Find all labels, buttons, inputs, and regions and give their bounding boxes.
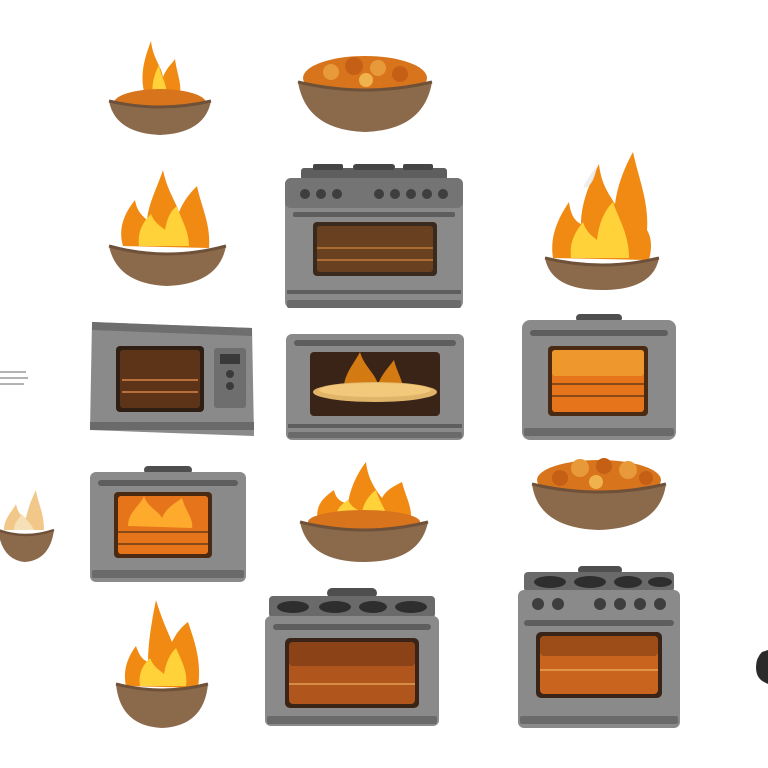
oven-glowing-1 xyxy=(520,314,678,442)
bowl-of-flames-pasta xyxy=(298,460,430,564)
fire-bowl-icon xyxy=(108,170,227,286)
food-bowl-icon xyxy=(531,458,667,530)
bowl-of-flames-1 xyxy=(105,35,215,140)
toaster-oven-pizza xyxy=(284,332,466,442)
bowl-of-pasta-2 xyxy=(530,456,668,532)
microwave-icon xyxy=(90,322,254,436)
fire-bowl-icon xyxy=(299,462,429,562)
toaster-oven-icon xyxy=(286,334,464,440)
edge-fragment-left xyxy=(0,366,30,390)
bowl-of-pasta-1 xyxy=(296,52,434,134)
stove-oven-1 xyxy=(283,164,465,310)
bowl-of-flames-2 xyxy=(105,166,230,288)
stove-icon xyxy=(285,164,463,308)
oven-icon xyxy=(522,314,676,440)
fire-bowl-icon xyxy=(108,41,212,135)
stove-icon xyxy=(265,588,439,726)
stove-oven-2 xyxy=(263,588,441,728)
stripe-fragment-icon xyxy=(0,371,28,385)
oven-icon xyxy=(90,466,246,582)
fire-bowl-icon xyxy=(115,600,209,728)
bowl-of-flames-4 xyxy=(112,598,212,730)
stove-icon xyxy=(518,566,680,728)
stove-oven-3 xyxy=(516,566,682,730)
fire-bowl-icon xyxy=(544,152,660,290)
microwave-1 xyxy=(86,318,258,440)
bowl-of-flames-edge xyxy=(0,484,56,564)
fire-bowl-icon xyxy=(0,490,55,562)
bowl-of-flames-3 xyxy=(543,148,661,292)
oven-glowing-2 xyxy=(88,466,248,584)
edge-fragment-right xyxy=(754,650,768,684)
food-bowl-icon xyxy=(297,56,433,132)
dark-fragment-icon xyxy=(756,650,768,684)
